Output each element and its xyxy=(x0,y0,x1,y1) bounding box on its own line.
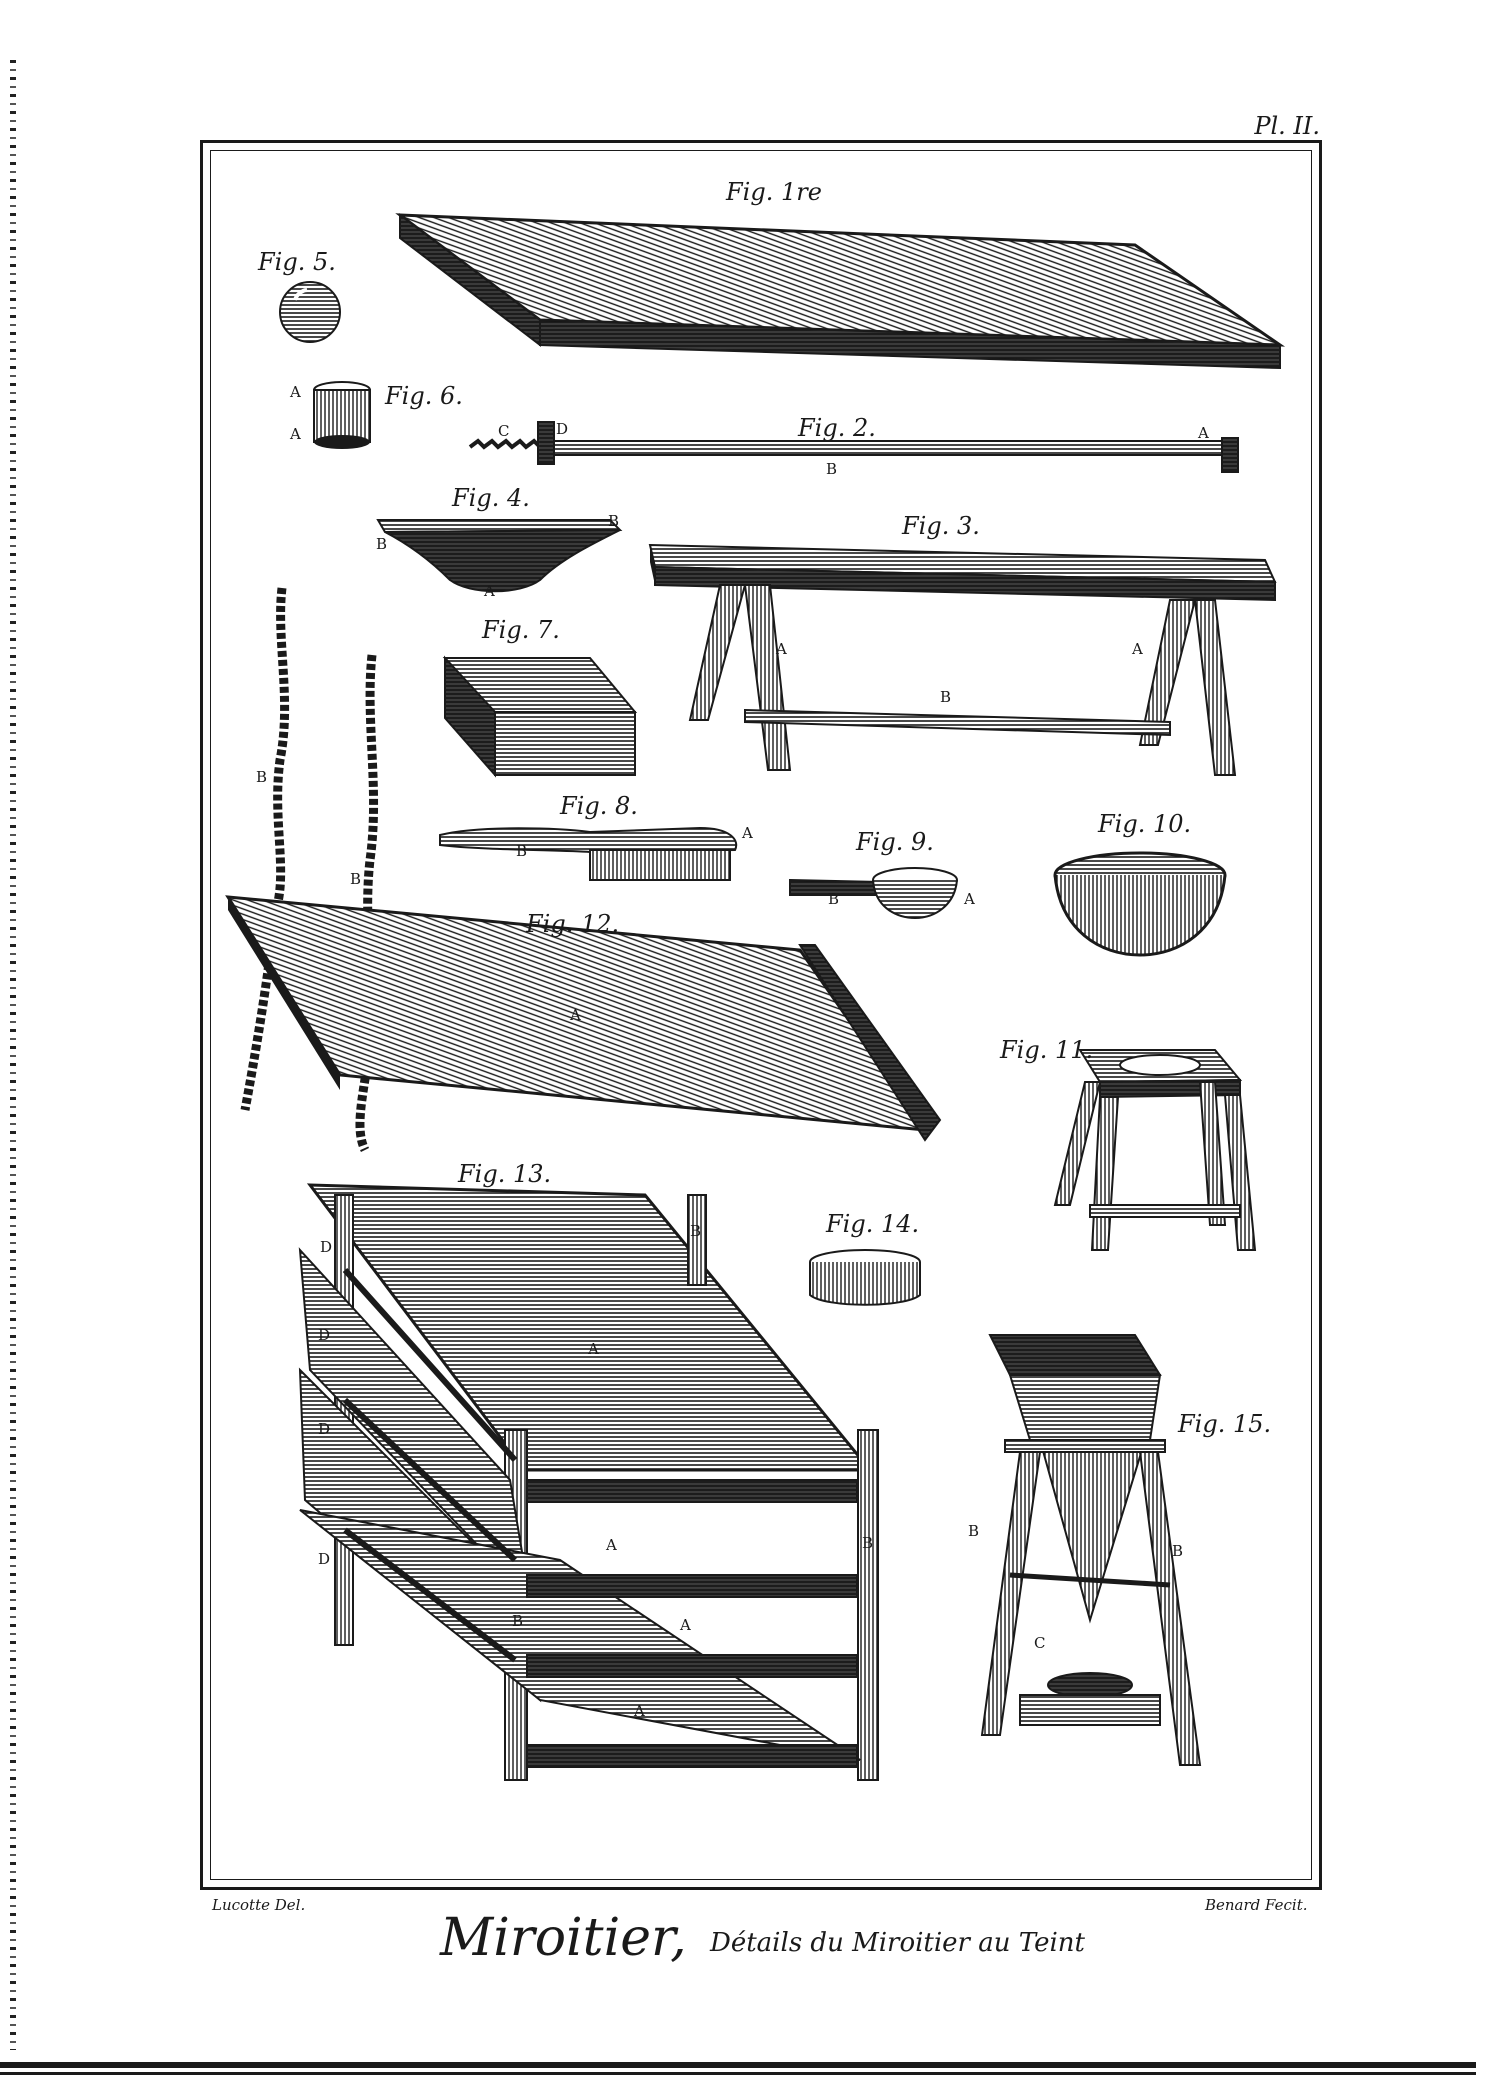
letter-b: B xyxy=(376,535,388,553)
fig6-label: Fig. 6. xyxy=(385,382,463,410)
fig10-label: Fig. 10. xyxy=(1098,810,1192,838)
letter-d: D xyxy=(556,420,569,438)
letter-b: B xyxy=(256,768,268,786)
fig13-rack xyxy=(298,1183,879,1781)
fig12-sloped-table xyxy=(225,895,942,1142)
draughtsman-credit: Lucotte Del. xyxy=(212,1896,306,1914)
letter-b: B xyxy=(862,1534,874,1552)
fig2-rod xyxy=(468,421,1239,473)
letter-a: A xyxy=(570,1006,581,1024)
fig15-hopper-stand xyxy=(980,1334,1202,1766)
letter-a: A xyxy=(776,640,787,658)
fig5-label: Fig. 5. xyxy=(258,248,336,276)
letter-b: B xyxy=(516,842,528,860)
fig10-bowl xyxy=(1053,851,1227,957)
fig13-label: Fig. 13. xyxy=(458,1160,552,1188)
fig9-scoop xyxy=(789,867,958,920)
fig12-label: Fig. 12. xyxy=(526,910,620,938)
plate-outer-frame xyxy=(200,140,1322,1890)
letter-b: B xyxy=(828,890,840,908)
fig4-label: Fig. 4. xyxy=(452,484,530,512)
fig2-label: Fig. 2. xyxy=(798,414,876,442)
fig3-bench xyxy=(648,543,1277,776)
letter-c: C xyxy=(1034,1634,1046,1652)
letter-a: A xyxy=(290,383,301,401)
scan-bottom-rule xyxy=(0,2072,1476,2075)
fig8-label: Fig. 8. xyxy=(560,792,638,820)
fig11-label: Fig. 11. xyxy=(1000,1036,1094,1064)
letter-a: A xyxy=(484,582,495,600)
letter-b: B xyxy=(940,688,952,706)
fig7-label: Fig. 7. xyxy=(482,616,560,644)
letter-d: D xyxy=(318,1550,331,1568)
letter-b: B xyxy=(826,460,838,478)
fig1-board xyxy=(395,213,1286,370)
letter-a: A xyxy=(680,1616,691,1634)
letter-a: A xyxy=(588,1340,599,1358)
letter-a: A xyxy=(290,425,301,443)
plate-number: Pl. II. xyxy=(1254,112,1320,140)
fig15-label: Fig. 15. xyxy=(1178,1410,1272,1438)
letter-b: B xyxy=(690,1222,702,1240)
plate-title: Miroitier, xyxy=(440,1908,687,1968)
fig14-label: Fig. 14. xyxy=(826,1210,920,1238)
fig14-oval-box xyxy=(809,1249,921,1306)
letter-c: C xyxy=(498,422,510,440)
scan-bottom-rule xyxy=(0,2062,1476,2068)
letter-b: B xyxy=(350,870,362,888)
letter-a: A xyxy=(606,1536,617,1554)
fig3-label: Fig. 3. xyxy=(902,512,980,540)
letter-b: B xyxy=(608,512,620,530)
letter-d: D xyxy=(320,1238,333,1256)
letter-a: A xyxy=(1132,640,1143,658)
letter-b: B xyxy=(512,1612,524,1630)
plate-subtitle: Détails du Miroitier au Teint xyxy=(710,1928,1085,1958)
letter-a: A xyxy=(964,890,975,908)
engraver-credit: Benard Fecit. xyxy=(1205,1896,1308,1914)
letter-d: D xyxy=(318,1420,331,1438)
letter-a: A xyxy=(634,1702,645,1720)
fig6-cup xyxy=(313,381,371,449)
letter-b: B xyxy=(968,1522,980,1540)
letter-d: D xyxy=(318,1326,331,1344)
fig7-block xyxy=(442,655,638,778)
fig4-curved-block xyxy=(376,519,623,593)
letter-a: A xyxy=(1198,424,1209,442)
scan-edge-strip xyxy=(10,60,16,2050)
fig5-ball xyxy=(279,281,341,343)
letter-b: B xyxy=(1172,1542,1184,1560)
fig8-brush xyxy=(439,826,738,881)
fig11-stool xyxy=(1053,1049,1257,1251)
fig1-label: Fig. 1re xyxy=(726,178,822,206)
letter-a: A xyxy=(742,824,753,842)
plate-inner-frame xyxy=(210,150,1312,1880)
fig9-label: Fig. 9. xyxy=(856,828,934,856)
